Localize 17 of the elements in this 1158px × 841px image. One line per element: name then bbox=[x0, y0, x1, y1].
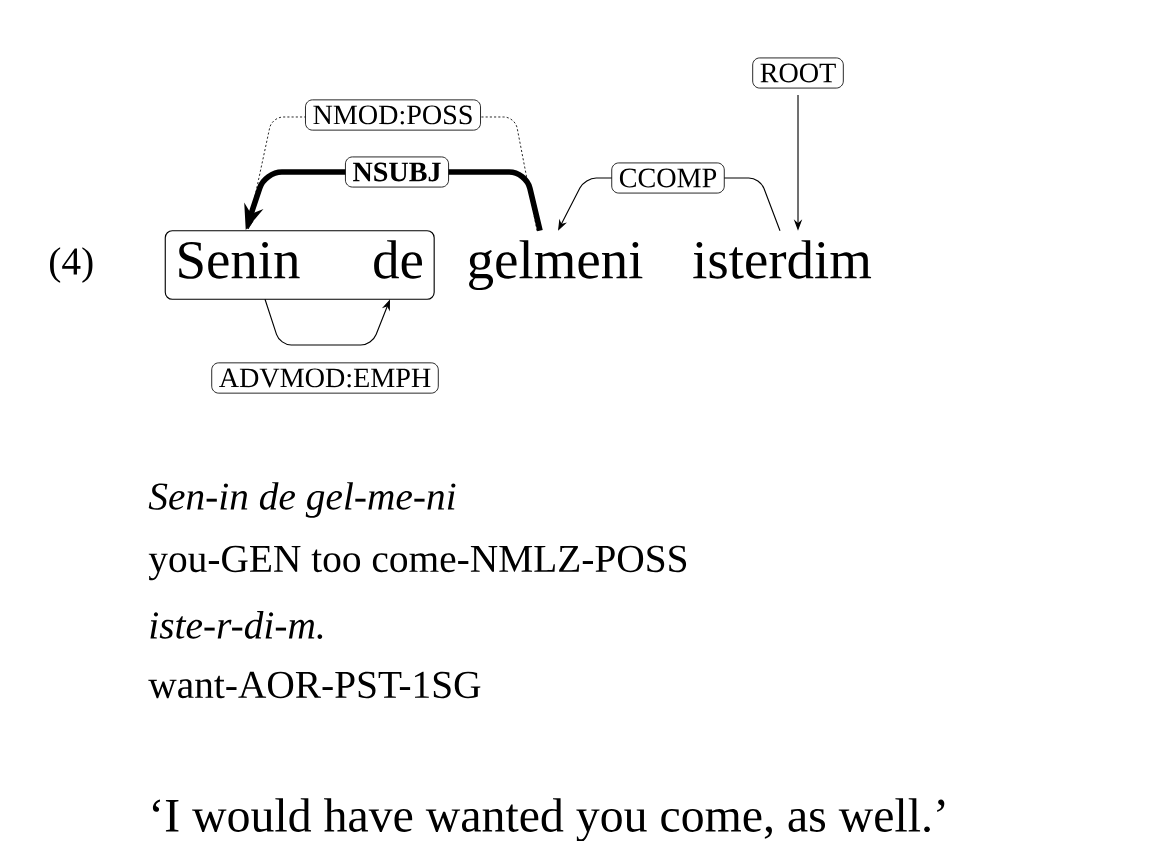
gloss-line: iste-r-di-m. bbox=[150, 611, 323, 639]
gloss-line: Sen-in de gel-me-ni bbox=[148, 482, 456, 518]
word: Senin bbox=[179, 241, 300, 279]
gloss-line: you-GEN too come-NMLZ-POSS bbox=[148, 545, 687, 581]
edge-label: CCOMP bbox=[611, 162, 725, 194]
translation: ‘I would have wanted you come, as well.’ bbox=[152, 798, 945, 841]
word: gelmeni bbox=[469, 240, 643, 291]
edge-label: ROOT bbox=[752, 57, 844, 89]
edge-label: ADVMOD:EMPH bbox=[211, 362, 439, 394]
word: de bbox=[374, 240, 422, 279]
gloss-line: want-AOR-PST-1SG bbox=[148, 671, 481, 699]
edge-label: NMOD:POSS bbox=[305, 99, 481, 131]
word: isterdim bbox=[693, 240, 872, 279]
example-number: (4) bbox=[50, 247, 93, 283]
arrow bbox=[264, 298, 390, 346]
group-box bbox=[164, 230, 435, 300]
edge-label: NSUBJ bbox=[345, 156, 449, 188]
